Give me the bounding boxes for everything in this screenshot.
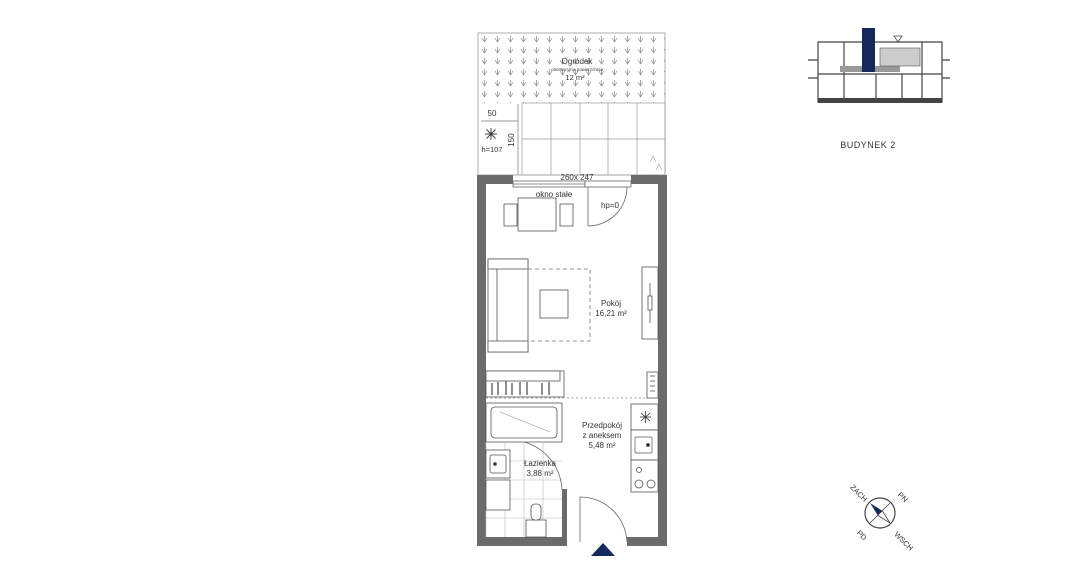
entrance-arrow-icon (591, 543, 615, 556)
kitchenette (630, 371, 659, 493)
entrance-door (579, 496, 628, 543)
bath-area: 3,88 m² (526, 469, 553, 478)
wall-bottom-left (477, 537, 562, 546)
apartment-highlight (862, 28, 875, 72)
dimension-150: 150 (507, 133, 516, 147)
hall-name: Przedpokój (582, 421, 622, 430)
door-threshold: hp=0 (601, 201, 620, 210)
washbasin (485, 449, 511, 479)
dimension-50: 50 (488, 109, 497, 118)
hall-area: 5,48 m² (588, 441, 615, 450)
ac-height: h=107 (481, 145, 502, 154)
garden-name: Ogródek (562, 57, 594, 66)
fridge-icon (640, 411, 651, 423)
bath-door (523, 441, 563, 491)
bath-partition-wall (562, 489, 567, 546)
coffee-table (539, 289, 569, 319)
sofa (487, 258, 529, 353)
balcony-door (584, 180, 632, 227)
building-label: BUDYNEK 2 (840, 140, 896, 150)
wall-left (477, 175, 486, 546)
compass: ZACH PN PD WSCH (848, 483, 915, 553)
cooktop-icon (634, 467, 656, 489)
patio-tiles (521, 102, 666, 176)
tv-cabinet (641, 266, 659, 340)
bath-name: Łazienka (524, 459, 557, 468)
wall-right (658, 175, 667, 546)
hedge-marks (649, 155, 663, 171)
garden-note: orientacyjna powierzchnia (551, 67, 603, 72)
window-size: 260x 247 (561, 173, 594, 182)
sink-icon (634, 436, 653, 454)
room-area: 16,21 m² (595, 309, 627, 318)
window-type: okno stałe (536, 190, 573, 199)
building-key-plan (808, 28, 950, 103)
bathtub (485, 402, 563, 443)
wardrobe (485, 370, 565, 398)
walls (477, 175, 667, 546)
compass-pd: PD (855, 528, 869, 542)
rug (527, 268, 591, 342)
washing-machine (485, 479, 511, 511)
key-plan-entrance-icon (893, 35, 903, 43)
toilet (525, 503, 547, 538)
room-name: Pokój (601, 299, 621, 308)
dimension-lines (481, 104, 519, 175)
wall-bottom-right (627, 537, 667, 546)
air-conditioner-icon (485, 128, 497, 140)
hall-name-line2: z aneksem (583, 431, 622, 440)
dining-set (503, 197, 574, 232)
wall-top-right (631, 175, 667, 184)
compass-pn: PN (896, 490, 910, 504)
wall-top-left (477, 175, 513, 184)
grass-area (478, 33, 665, 103)
garden: Ogródek orientacyjna powierzchnia 12 m² … (477, 32, 666, 176)
compass-zach: ZACH (848, 483, 869, 504)
garden-area: 12 m² (565, 73, 585, 82)
compass-wsch: WSCH (892, 530, 915, 553)
